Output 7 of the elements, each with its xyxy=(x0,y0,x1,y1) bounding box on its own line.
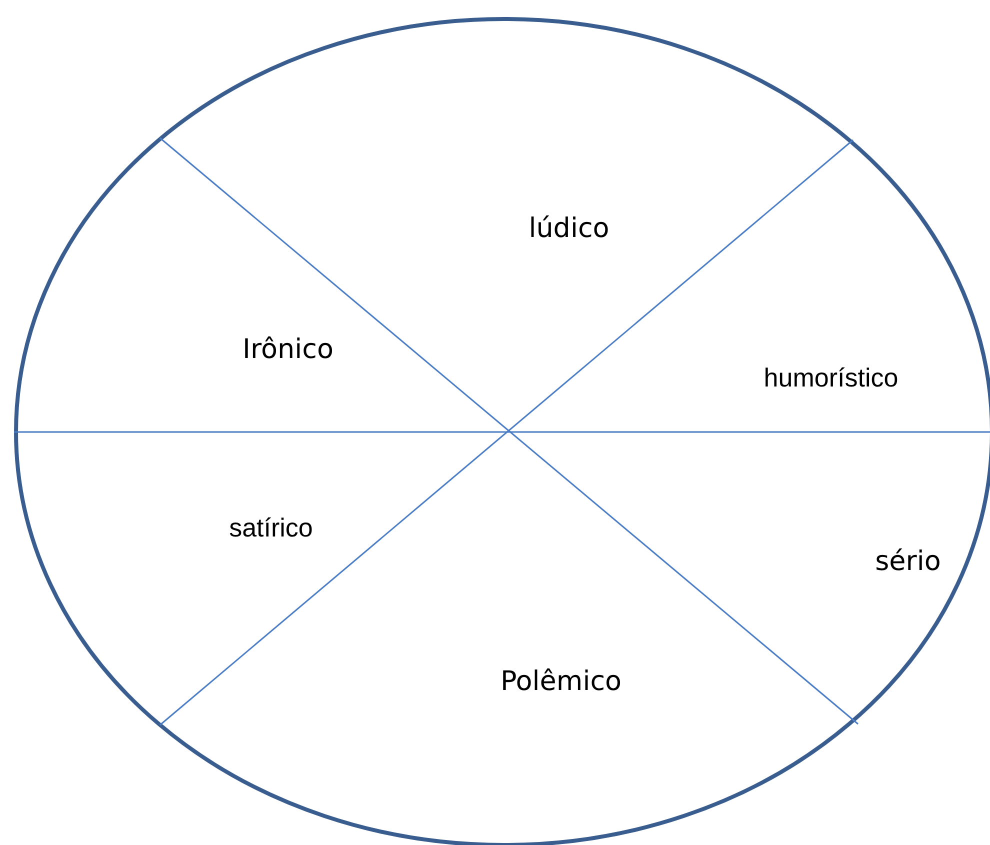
oval-diagram xyxy=(14,17,990,845)
sector-label: lúdico xyxy=(528,212,610,246)
sector-label: Polêmico xyxy=(500,666,622,698)
sector-label: satírico xyxy=(229,512,313,544)
sector-label: sério xyxy=(875,546,941,578)
sector-label: Irônico xyxy=(242,334,334,366)
sector-label: humorístico xyxy=(764,362,898,394)
